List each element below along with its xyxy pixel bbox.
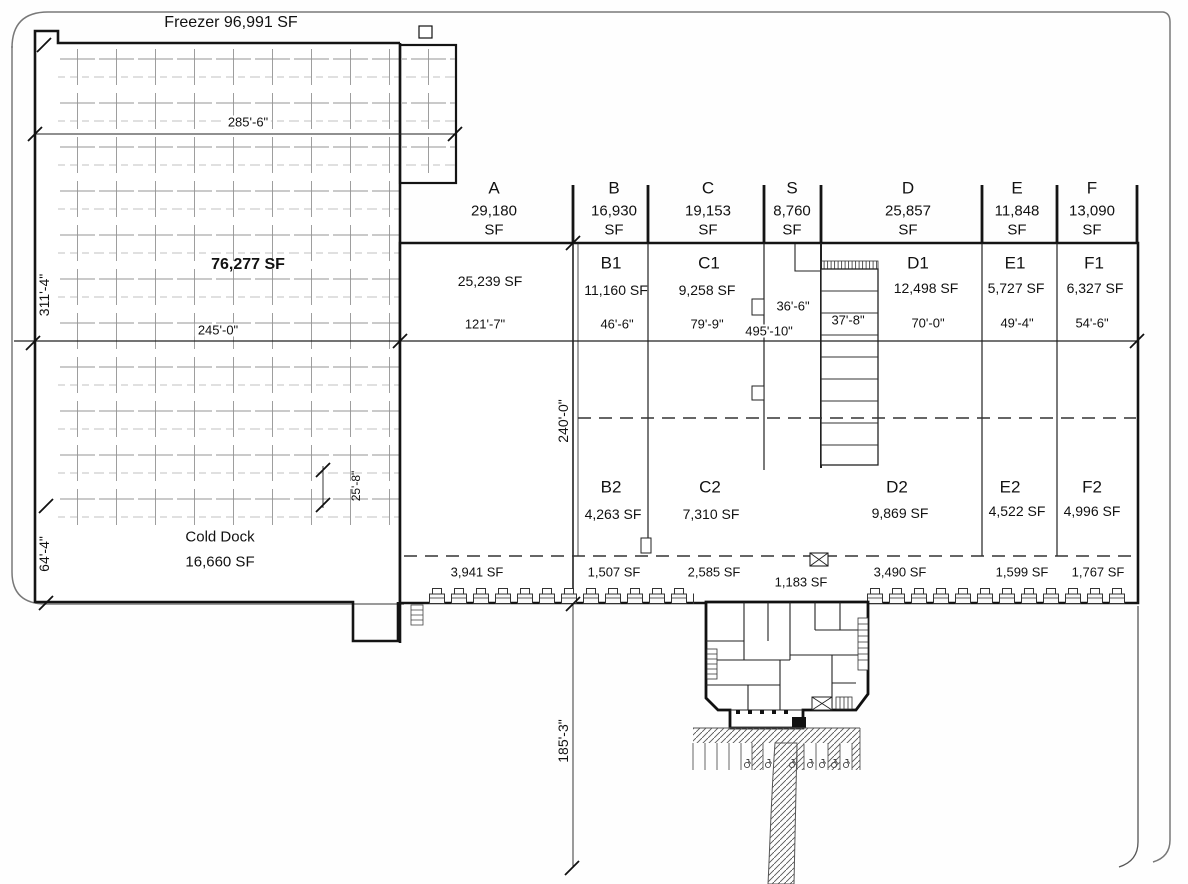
demising-dashed-lines xyxy=(404,417,1136,557)
dim-245: 245'-0" xyxy=(194,323,242,337)
suite-e1-name: E1 xyxy=(1004,253,1026,273)
section-a-letter: A xyxy=(488,178,500,198)
section-d-sf: 25,857 xyxy=(885,202,931,220)
suite-b2-name: B2 xyxy=(600,477,622,497)
section-e-unit: SF xyxy=(1007,221,1027,239)
suite-d2-area: 9,869 SF xyxy=(871,505,929,521)
suite-e1-area: 5,727 SF xyxy=(987,280,1045,296)
suite-b2-area: 4,263 SF xyxy=(584,506,642,522)
suite-d1-area: 12,498 SF xyxy=(893,280,959,296)
dim-37: 37'-8" xyxy=(828,313,868,327)
section-c-sf: 19,153 xyxy=(685,202,731,220)
section-c-unit: SF xyxy=(698,221,718,239)
section-s-letter: S xyxy=(786,178,798,198)
suite-c1-width: 79'-9" xyxy=(690,316,724,332)
office-stairs xyxy=(706,617,869,710)
section-s-unit: SF xyxy=(782,221,802,239)
roof-unit-square xyxy=(418,25,433,39)
warehouse-outline xyxy=(398,241,1140,605)
suite-a-area: 25,239 SF xyxy=(457,273,523,289)
section-e-sf: 11,848 xyxy=(994,202,1040,220)
section-a-sf: 29,180 xyxy=(471,202,517,220)
suite-f1-name: F1 xyxy=(1084,253,1104,273)
office-entry-door xyxy=(792,717,806,728)
freezer-title: Freezer 96,991 SF xyxy=(164,14,298,31)
dim-64: 64'-4" xyxy=(36,536,52,572)
dim-495: 495'-10" xyxy=(742,324,796,338)
dock-area-f: 1,767 SF xyxy=(1071,564,1125,580)
parking-area xyxy=(692,727,861,884)
dock-doors-right-row xyxy=(864,585,1130,604)
section-b-letter: B xyxy=(608,178,620,198)
suite-f2-area: 4,996 SF xyxy=(1063,503,1121,519)
office-building xyxy=(704,600,870,730)
parking-hatch-band xyxy=(693,728,860,743)
dock-area-d: 3,490 SF xyxy=(873,564,927,580)
dock-area-e: 1,599 SF xyxy=(995,564,1049,580)
dock-area-s: 1,183 SF xyxy=(771,575,831,589)
dock-area-a: 3,941 SF xyxy=(450,564,504,580)
section-s-sf: 8,760 xyxy=(773,202,811,220)
office-partitions xyxy=(706,602,868,711)
dock-area-c: 2,585 SF xyxy=(687,564,741,580)
suite-b1-width: 46'-6" xyxy=(600,316,634,332)
dim-36: 36'-6" xyxy=(773,299,813,313)
cold-dock-name: Cold Dock xyxy=(185,528,255,546)
ramp-block xyxy=(820,268,879,466)
section-b-unit: SF xyxy=(604,221,624,239)
dim-240: 240'-0" xyxy=(555,399,571,443)
section-d-letter: D xyxy=(901,178,915,198)
dim-285: 285'-6" xyxy=(224,115,272,129)
freezer-area: 76,277 SF xyxy=(211,256,285,273)
interior-door xyxy=(640,537,652,554)
suite-c2-area: 7,310 SF xyxy=(682,506,740,522)
section-f-sf: 13,090 xyxy=(1069,202,1115,220)
section-ticks xyxy=(571,185,1139,243)
suite-a-width: 121'-7" xyxy=(464,316,506,332)
suite-e2-area: 4,522 SF xyxy=(988,503,1046,519)
dock-area-b: 1,507 SF xyxy=(587,564,641,580)
suite-d1-width: 70'-0" xyxy=(911,315,945,331)
suite-f2-name: F2 xyxy=(1082,477,1102,497)
freezer-building xyxy=(33,25,458,643)
cold-dock-area: 16,660 SF xyxy=(185,553,255,571)
suite-e1-width: 49'-4" xyxy=(1000,315,1034,331)
section-a-unit: SF xyxy=(484,221,504,239)
suite-c1-area: 9,258 SF xyxy=(678,282,736,298)
equipment-box xyxy=(809,552,829,567)
warehouse-building xyxy=(398,185,1140,605)
dim-311: 311'-4" xyxy=(36,273,52,317)
suite-d1-name: D1 xyxy=(907,253,929,273)
suite-b1-area: 11,160 SF xyxy=(584,282,648,298)
suite-c2-name: C2 xyxy=(699,477,721,497)
suite-d2-name: D2 xyxy=(886,477,908,497)
section-d-unit: SF xyxy=(898,221,918,239)
section-f-letter: F xyxy=(1086,178,1098,198)
dim-185: 185'-3" xyxy=(555,719,571,763)
section-e-letter: E xyxy=(1011,178,1023,198)
suite-b1-name: B1 xyxy=(600,253,622,273)
extension-rack-grid xyxy=(402,47,455,181)
suite-f1-width: 54'-6" xyxy=(1075,315,1109,331)
section-b-sf: 16,930 xyxy=(591,202,637,220)
ramp-hatch-strip xyxy=(820,260,879,270)
ramp-rungs xyxy=(821,290,878,446)
suite-c1-name: C1 xyxy=(698,253,720,273)
walkway-path xyxy=(767,742,798,884)
office-elevator xyxy=(811,696,833,711)
section-c-letter: C xyxy=(701,178,715,198)
dock-doors-left-row xyxy=(426,585,694,604)
section-f-unit: SF xyxy=(1082,221,1102,239)
dimension-lines xyxy=(14,133,1137,868)
porch-columns xyxy=(736,710,788,714)
cold-dock-stair xyxy=(410,604,424,626)
suite-f1-area: 6,327 SF xyxy=(1066,280,1124,296)
suite-s-details xyxy=(751,260,879,466)
suite-e2-name: E2 xyxy=(999,477,1021,497)
dim-25: 25'-8" xyxy=(349,470,363,502)
